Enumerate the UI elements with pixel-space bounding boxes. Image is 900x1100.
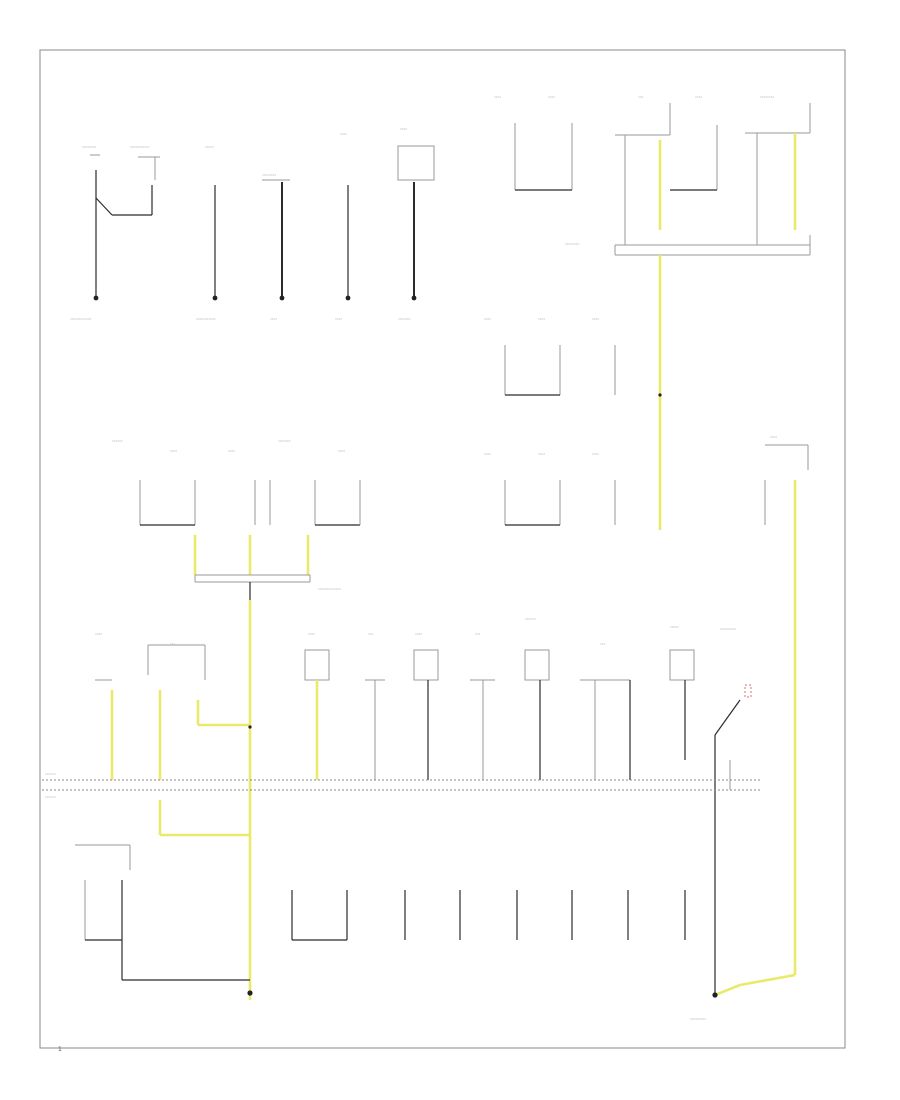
svg-text:XXXXXXXX: XXXXXXXX (565, 242, 579, 246)
svg-text:XXXXXX: XXXXXX (112, 439, 123, 443)
svg-text:XXXX: XXXX (484, 452, 491, 456)
svg-text:XXXXXXXXXXXXX: XXXXXXXXXXXXX (318, 587, 341, 591)
svg-text:XXXX: XXXX (400, 127, 407, 131)
svg-text:XXXXX: XXXXX (205, 145, 214, 149)
svg-text:XXX: XXX (638, 95, 644, 99)
svg-text:XXXX: XXXX (338, 449, 345, 453)
middle-right-ground-group: XXXX XXXX XXXX XXXX XXXX XXXX XXXX (484, 317, 809, 975)
svg-text:XXXXXX: XXXXXX (525, 617, 536, 621)
top-right-ground-group: XXXX XXXX XXX XXXX XXXXXXXX XXXXXXXX (494, 95, 811, 530)
svg-text:XXXXXXXXX: XXXXXXXXX (720, 627, 736, 631)
svg-text:XXXXXXXX: XXXXXXXX (760, 95, 774, 99)
svg-text:XXXX: XXXX (308, 632, 315, 636)
page-number: 1 (58, 1046, 62, 1053)
svg-text:XXXXXXXX: XXXXXXXX (262, 173, 276, 177)
lower-ground-group: XXXX XXX XXXX XXX XXXX XXX XXXXXX XXX XX… (42, 617, 796, 1021)
svg-text:XXXX: XXXX (548, 95, 555, 99)
svg-text:XXX: XXX (475, 632, 481, 636)
svg-text:XXXX: XXXX (484, 317, 491, 321)
svg-text:XXXXXXX: XXXXXXX (398, 317, 411, 321)
svg-text:XXXXXXXXXXX: XXXXXXXXXXX (196, 317, 216, 321)
svg-text:XXXX: XXXX (170, 449, 177, 453)
svg-text:XXXX: XXXX (538, 452, 545, 456)
svg-text:XXX: XXX (170, 642, 176, 646)
svg-text:XXX: XXX (600, 642, 606, 646)
svg-text:XXXXXX: XXXXXX (45, 795, 56, 799)
svg-text:XXXX: XXXX (494, 95, 501, 99)
svg-text:XXXXXXXXX: XXXXXXXXX (690, 1017, 706, 1021)
svg-text:XXXX: XXXX (770, 435, 777, 439)
svg-text:XXXX: XXXX (415, 632, 422, 636)
svg-text:XXXX: XXXX (228, 449, 235, 453)
svg-text:XXXX: XXXX (335, 317, 342, 321)
svg-text:XXXXXXXXXXXX: XXXXXXXXXXXX (70, 317, 92, 321)
svg-text:XXX: XXX (368, 632, 374, 636)
top-left-ground-group: XXXXXXXX XXXXXXXXXXX XXXXX XXXXXXXX XXXX… (70, 127, 435, 321)
svg-text:XXXX: XXXX (592, 317, 599, 321)
svg-text:XXXX: XXXX (95, 632, 102, 636)
svg-text:XXXXXXXX: XXXXXXXX (82, 145, 96, 149)
svg-text:XXXX: XXXX (538, 317, 545, 321)
svg-text:XXXX: XXXX (695, 95, 702, 99)
svg-text:XXXX: XXXX (270, 317, 277, 321)
middle-left-ground-group: XXXXXX XXXX XXXX XXXXXXX XXXX XXXXXXXXXX… (112, 439, 361, 1000)
svg-text:XXXXXXXXXXX: XXXXXXXXXXX (130, 145, 150, 149)
svg-text:XXXXXXX: XXXXXXX (278, 439, 291, 443)
svg-text:XXXXXX: XXXXXX (45, 772, 56, 776)
diagram-frame (39, 49, 846, 1049)
svg-text:XXXXX: XXXXX (670, 625, 679, 629)
svg-text:XXXX: XXXX (340, 132, 347, 136)
svg-text:XXXX: XXXX (592, 452, 599, 456)
